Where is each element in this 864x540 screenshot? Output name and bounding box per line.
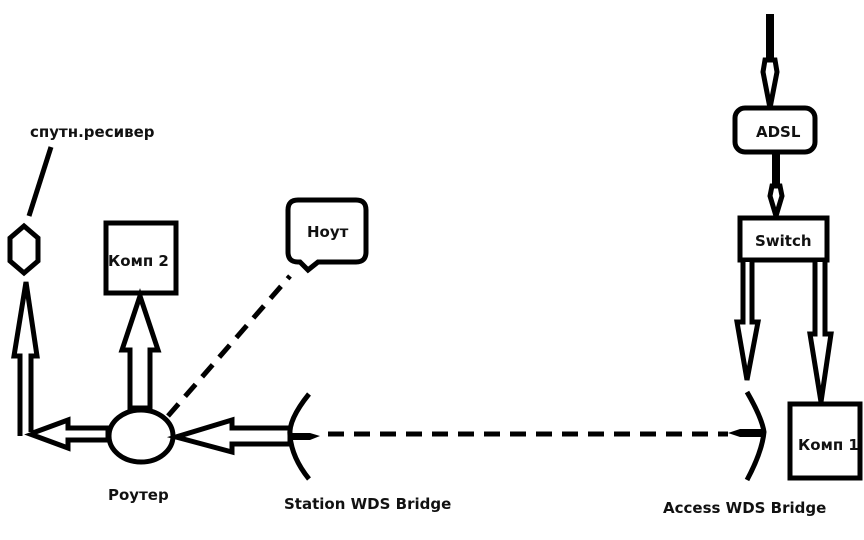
station-router-arrow <box>166 416 293 456</box>
adsl-label: ADSL <box>756 123 801 141</box>
laptop-node[interactable] <box>285 197 369 274</box>
router-label: Роутер <box>108 486 169 504</box>
switch-label: Switch <box>755 232 812 250</box>
router-receiver-arrow-horizontal <box>22 416 111 452</box>
router-laptop-wireless-link <box>166 274 292 418</box>
router-comp2-arrow <box>118 288 162 411</box>
station-bridge-emitter <box>290 433 320 440</box>
access-bridge-emitter <box>728 429 764 437</box>
adsl-switch-arrowhead <box>767 183 785 225</box>
router-node[interactable] <box>106 407 176 465</box>
receiver-leader-line <box>26 146 54 217</box>
comp1-label: Комп 1 <box>798 436 859 454</box>
receiver-label: спутн.ресивер <box>30 123 155 141</box>
router-receiver-arrow-vertical <box>11 281 40 436</box>
laptop-label: Ноут <box>307 223 349 241</box>
comp1-node[interactable] <box>787 401 863 481</box>
switch-comp1-arrow <box>807 262 834 403</box>
comp2-label: Комп 2 <box>108 252 169 270</box>
internet-adsl-arrowhead <box>760 57 780 109</box>
station-bridge-label: Station WDS Bridge <box>284 495 451 513</box>
switch-access-bridge-arrow <box>734 262 762 381</box>
receiver-node[interactable] <box>7 222 41 277</box>
access-bridge-label: Access WDS Bridge <box>663 499 826 517</box>
switch-node[interactable] <box>737 215 830 263</box>
